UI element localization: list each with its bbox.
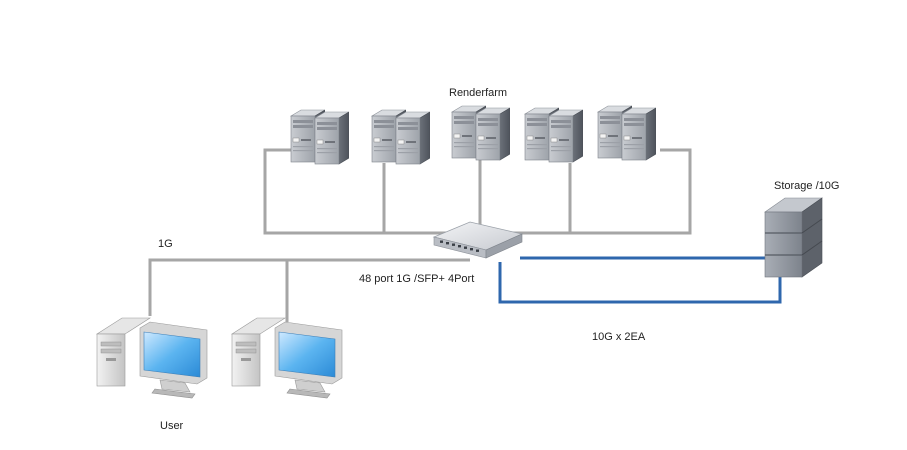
- switch-label: 48 port 1G /SFP+ 4Port: [359, 273, 475, 285]
- workstation-1: [95, 317, 208, 399]
- network-switch-icon: [432, 221, 524, 259]
- links-10g: [498, 256, 782, 304]
- server-pair-2: [371, 109, 430, 165]
- link-1g-label: 1G: [158, 238, 173, 250]
- renderfarm-label: Renderfarm: [449, 87, 508, 99]
- server-pair-4: [524, 107, 583, 163]
- link-server-1: [263, 148, 480, 235]
- storage-label: Storage /10G: [774, 180, 840, 192]
- server-pair-5: [597, 105, 656, 161]
- storage-array-icon: [764, 197, 823, 278]
- links-1g: [148, 148, 692, 322]
- link-server-4: [480, 163, 572, 235]
- link-10g-label: 10G x 2EA: [592, 331, 646, 343]
- link-users: [148, 258, 470, 316]
- server-pair-3: [451, 105, 510, 161]
- link-10g-b: [498, 262, 782, 304]
- server-pair-1: [290, 109, 349, 165]
- user-label: User: [160, 420, 184, 432]
- link-server-5: [570, 148, 692, 235]
- workstation-2: [230, 317, 343, 399]
